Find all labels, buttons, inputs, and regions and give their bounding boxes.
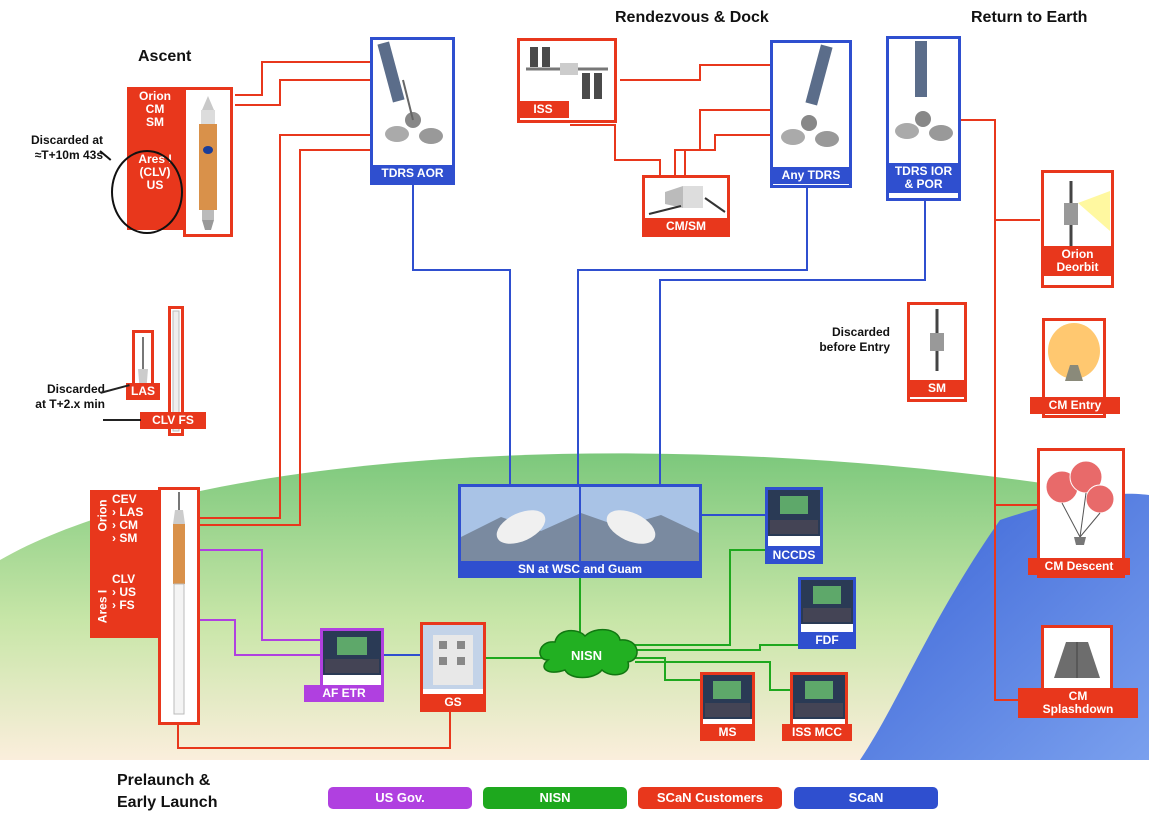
orion-deorbit-line2: Deorbit xyxy=(1056,260,1099,274)
legend-us-gov: US Gov. xyxy=(328,787,472,809)
cm-descent-box[interactable] xyxy=(1037,448,1125,578)
tdrs-satellite-icon xyxy=(781,44,839,147)
iss-station-icon xyxy=(526,47,608,99)
legend-nisn: NISN xyxy=(483,787,627,809)
nccds-label: NCCDS xyxy=(765,547,823,564)
launch-stack-tag: CEV › LAS › CM › SM CLV › US › FS xyxy=(90,490,158,638)
cm-splash-line1: CM xyxy=(1068,689,1088,703)
iss-mcc-label: ISS MCC xyxy=(782,724,852,741)
parachutes-icon xyxy=(1045,460,1115,545)
launch-sm: › SM xyxy=(112,531,138,545)
control-room-icon xyxy=(703,675,752,719)
af-etr-box[interactable] xyxy=(320,628,384,690)
launch-ares-side: Ares I xyxy=(95,589,110,624)
launch-us: › US xyxy=(112,585,136,599)
deorbit-burn-icon xyxy=(1064,181,1110,247)
launch-clv: CLV xyxy=(112,572,136,586)
ascent-cm: CM xyxy=(145,102,165,116)
title-prelaunch-line2: Early Launch xyxy=(117,794,218,811)
sm-label: SM xyxy=(907,380,967,397)
tdrs-aor-box[interactable] xyxy=(370,37,455,185)
af-etr-label: AF ETR xyxy=(304,685,384,702)
note-ares-discarded: Discarded at ≈T+10m 43s xyxy=(8,133,103,163)
note-las-discarded: Discarded at T+2.x min xyxy=(10,382,105,412)
cm-sm-label: CM/SM xyxy=(642,218,730,235)
sn-label: SN at WSC and Guam xyxy=(458,561,702,578)
fdf-label: FDF xyxy=(798,632,856,649)
legend-scan-customers: SCaN Customers xyxy=(638,787,782,809)
scan-links xyxy=(384,185,926,656)
fdf-box[interactable] xyxy=(798,577,856,637)
note-sm-discarded: Discarded before Entry xyxy=(800,325,890,355)
note-sm-line1: Discarded xyxy=(831,325,890,339)
control-room-icon xyxy=(323,631,381,675)
ground-antenna-icon xyxy=(461,487,699,561)
sn-box[interactable] xyxy=(458,484,702,564)
building-icon xyxy=(423,625,483,689)
orion-deorbit-line1: Orion xyxy=(1061,247,1094,261)
cm-splashdown-box[interactable] xyxy=(1041,625,1113,695)
tdrs-satellite-icon xyxy=(377,41,443,144)
launch-cev: CEV xyxy=(112,492,137,506)
las-label: LAS xyxy=(126,383,160,400)
launch-vehicle-icon xyxy=(173,492,185,715)
nisn-cloud[interactable] xyxy=(539,628,638,679)
any-tdrs-label: Any TDRS xyxy=(770,167,852,184)
cm-splash-line2: Splashdown xyxy=(1042,702,1114,716)
cm-entry-label: CM Entry xyxy=(1030,397,1120,414)
discard-circle xyxy=(111,150,183,234)
cm-descent-label: CM Descent xyxy=(1028,558,1130,575)
earth-ground xyxy=(0,453,1149,760)
launch-fs: › FS xyxy=(112,598,135,612)
nisn-label: NISN xyxy=(571,648,603,663)
note-ares-line2: ≈T+10m 43s xyxy=(34,148,103,162)
capsule-icon xyxy=(1054,642,1100,678)
gs-label: GS xyxy=(420,694,486,711)
clv-pointer xyxy=(103,419,141,421)
first-stage-icon xyxy=(172,310,180,432)
service-module-icon xyxy=(930,309,944,371)
clv-fs-box[interactable] xyxy=(168,306,184,436)
launch-cm: › CM xyxy=(112,518,138,532)
orion-deorbit-label: Orion Deorbit xyxy=(1041,246,1114,276)
tdrs-aor-label: TDRS AOR xyxy=(370,165,455,182)
control-room-icon xyxy=(768,490,820,536)
note-sm-line2: before Entry xyxy=(819,340,890,354)
note-las-line2: at T+2.x min xyxy=(35,397,105,411)
control-room-icon xyxy=(793,675,845,719)
ares-rocket-icon xyxy=(199,96,217,230)
ascent-sm: SM xyxy=(146,115,164,129)
launch-las: › LAS xyxy=(112,505,144,519)
ascent-orion: Orion xyxy=(139,89,171,103)
tdrs-ior-line2: & POR xyxy=(904,177,943,191)
cm-splashdown-label: CM Splashdown xyxy=(1018,688,1138,718)
nccds-box[interactable] xyxy=(765,487,823,549)
entry-heat-icon xyxy=(1048,323,1100,381)
tdrs-ior-label: TDRS IOR & POR xyxy=(886,163,961,193)
ms-label: MS xyxy=(700,724,755,741)
title-rendezvous: Rendezvous & Dock xyxy=(615,9,769,26)
tdrs-satellite-icon xyxy=(895,41,953,141)
launch-orion-side: Orion xyxy=(95,499,110,532)
nisn-links xyxy=(486,549,800,691)
customer-links xyxy=(177,61,1040,749)
clv-fs-label: CLV FS xyxy=(140,412,206,429)
launch-rocket-box[interactable] xyxy=(158,487,200,725)
control-room-icon xyxy=(801,580,853,624)
title-ascent: Ascent xyxy=(138,48,192,65)
iss-label: ISS xyxy=(517,101,569,118)
orion-cmsm-icon xyxy=(648,186,726,215)
legend-scan: SCaN xyxy=(794,787,938,809)
note-ares-line1: Discarded at xyxy=(30,133,103,147)
title-prelaunch: Prelaunch & Early Launch xyxy=(117,770,217,814)
note-las-line1: Discarded xyxy=(46,382,105,396)
ascent-rocket-box[interactable] xyxy=(183,87,233,237)
any-tdrs-box[interactable] xyxy=(770,40,852,188)
tdrs-ior-line1: TDRS IOR xyxy=(894,164,953,178)
title-prelaunch-line1: Prelaunch & xyxy=(117,772,211,789)
title-return: Return to Earth xyxy=(971,9,1088,26)
